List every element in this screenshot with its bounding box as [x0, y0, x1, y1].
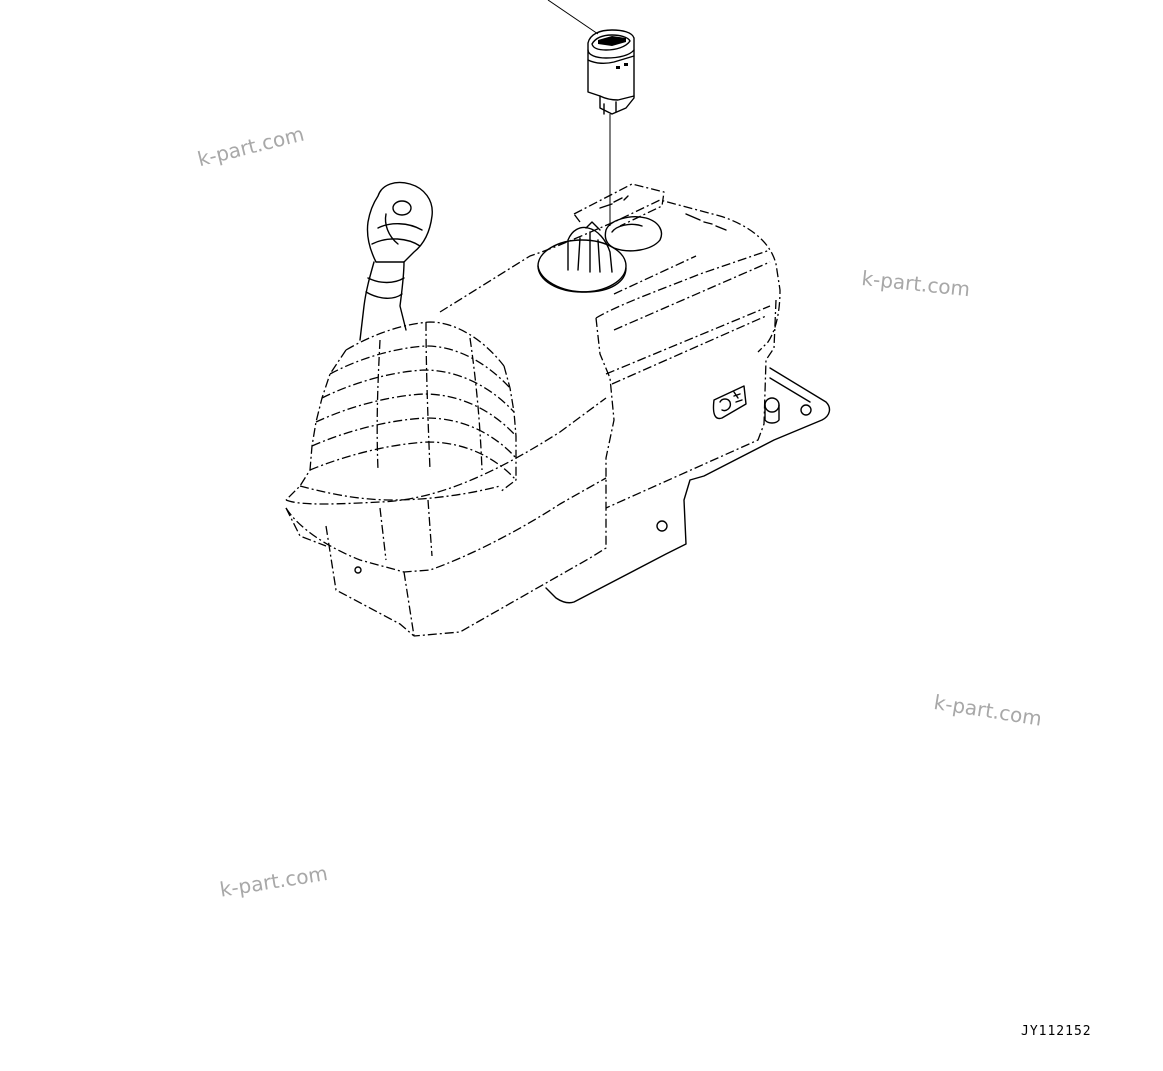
leader-line	[547, 0, 599, 35]
lever-console	[285, 183, 781, 637]
mounting-bracket	[545, 367, 831, 604]
switch-part[interactable]	[587, 29, 635, 115]
control-lever[interactable]	[285, 181, 517, 501]
drawing-code: JY112152	[1021, 1024, 1092, 1039]
